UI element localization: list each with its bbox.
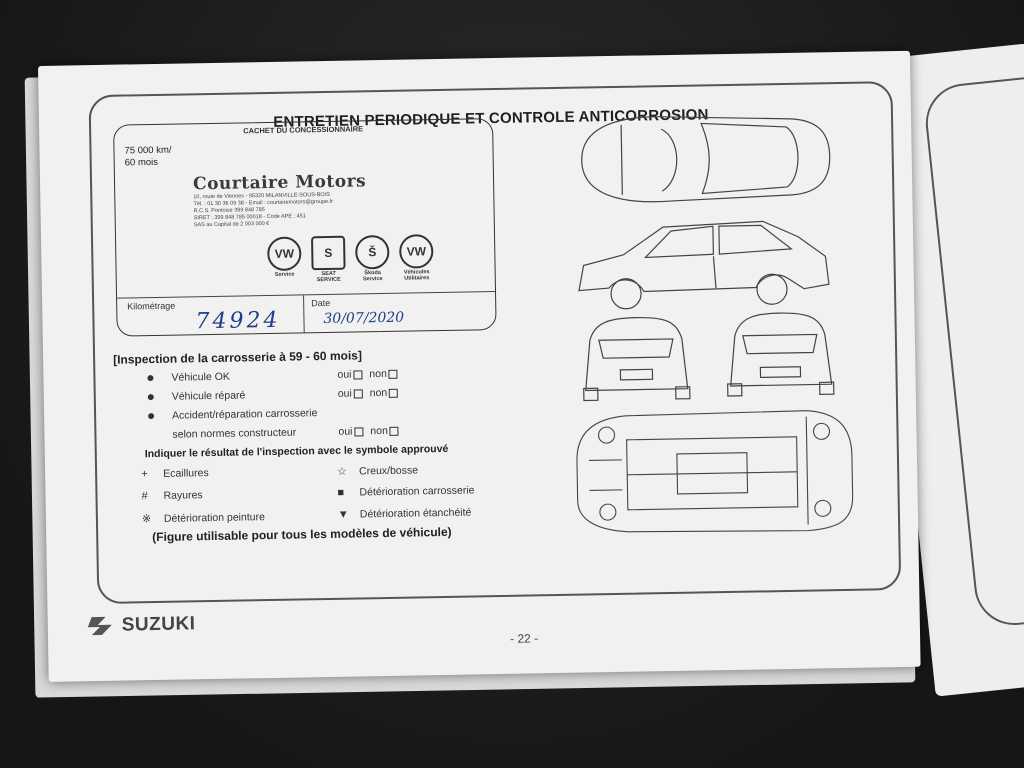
symbol-chipping: + Ecaillures: [141, 467, 209, 480]
plus-icon: +: [141, 468, 148, 481]
vw-logo-icon: VW: [398, 234, 434, 269]
logo-label: Véhicules Utilitaires: [403, 269, 430, 282]
interval-km: 75 000 km/: [124, 144, 172, 157]
no-checkbox[interactable]: [389, 388, 399, 398]
yes-label: oui: [337, 368, 352, 381]
triangle-down-icon: ▼: [337, 508, 349, 521]
filled-square-icon: ■: [337, 486, 345, 499]
symbol-seal-damage: ▼ Détérioration étanchéité: [338, 507, 472, 521]
date-value: 30/07/2020: [323, 309, 405, 328]
yes-checkbox[interactable]: [354, 427, 364, 437]
skoda-service-logo: Š Škoda Service: [354, 234, 391, 283]
logo-label: SEAT SERVICE: [316, 270, 341, 284]
vehicle-diagrams: [576, 116, 854, 533]
yes-label: oui: [338, 425, 353, 438]
symbol-scratches: # Rayures: [141, 489, 202, 502]
vw-logo-icon: VW: [267, 236, 302, 272]
symbol-label: Détérioration carrosserie: [359, 484, 475, 499]
dealer-stamp-box: CACHET DU CONCESSIONNAIRE 75 000 km/ 60 …: [113, 118, 497, 337]
star-outline-icon: ☆: [337, 465, 348, 478]
check-label: Véhicule réparé: [171, 389, 246, 403]
reference-mark-icon: ※: [141, 513, 152, 526]
yes-no-options: oui non: [338, 425, 403, 438]
inspection-title: [Inspection de la carrosserie à 59 - 60 …: [113, 348, 363, 367]
brand-name: SUZUKI: [121, 613, 196, 636]
logo-label: Service: [274, 271, 295, 278]
bullet-icon: [147, 394, 154, 401]
seat-service-logo: S SEAT SERVICE: [310, 235, 347, 284]
inspection-checklist: Véhicule OK oui non Véhicule réparé oui …: [147, 367, 468, 449]
yes-label: oui: [337, 387, 352, 400]
symbol-label: Détérioration étanchéité: [359, 506, 472, 521]
car-rear-view: [583, 316, 691, 402]
yes-checkbox[interactable]: [353, 370, 363, 380]
symbol-label: Détérioration peinture: [163, 511, 265, 525]
no-label: non: [369, 386, 388, 400]
seat-logo-icon: S: [311, 235, 346, 271]
skoda-logo-icon: Š: [355, 234, 390, 270]
check-label: Véhicule OK: [171, 370, 230, 384]
no-label: non: [369, 367, 388, 381]
check-label: selon normes constructeur: [172, 426, 297, 441]
field-divider: [303, 295, 305, 334]
no-checkbox[interactable]: [388, 369, 398, 379]
symbol-label: Rayures: [163, 489, 203, 502]
symbol-label: Ecaillures: [163, 467, 209, 480]
manual-page: ENTRETIEN PERIODIQUE ET CONTROLE ANTICOR…: [38, 50, 921, 682]
suzuki-logo-icon: [87, 616, 112, 636]
dealer-stamp: Courtaire Motors 10, route de Viennes - …: [193, 171, 394, 229]
vw-service-logo: VW Service: [266, 236, 303, 284]
check-label: Accident/réparation carrosserie: [172, 407, 318, 422]
yes-no-options: oui non: [338, 387, 403, 400]
page-frame: ENTRETIEN PERIODIQUE ET CONTROLE ANTICOR…: [88, 81, 902, 605]
car-front-view: [727, 312, 835, 397]
brand-logos: VW Service S SEAT SERVICE Š Škoda Servic…: [266, 234, 435, 284]
date-label: Date: [311, 297, 331, 309]
figure-note: (Figure utilisable pour tous les modèles…: [152, 524, 452, 545]
mileage-label: Kilométrage: [127, 300, 176, 312]
symbol-legend: + Ecaillures ☆ Creux/bosse # Rayures ■ Détér…: [141, 462, 521, 525]
symbol-body-damage: ■ Détérioration carrosserie: [337, 484, 474, 498]
symbol-dent: ☆ Creux/bosse: [337, 463, 418, 477]
vw-utility-logo: VW Véhicules Utilitaires: [398, 234, 435, 282]
car-top-view: [581, 116, 831, 203]
stamp-dealer-name: Courtaire Motors: [192, 171, 367, 195]
yes-checkbox[interactable]: [353, 389, 363, 399]
no-checkbox[interactable]: [389, 426, 399, 436]
symbol-paint-damage: ※ Détérioration peinture: [142, 510, 265, 525]
bullet-icon: [148, 413, 155, 420]
service-interval: 75 000 km/ 60 mois: [124, 145, 171, 170]
dealer-caption: CACHET DU CONCESSIONNAIRE: [243, 124, 364, 136]
mileage-value: 74924: [195, 307, 281, 335]
no-label: non: [370, 424, 388, 438]
car-side-view: [578, 220, 830, 310]
yes-no-options: oui non: [337, 368, 402, 381]
page-number: - 22 -: [509, 631, 539, 646]
interval-months: 60 mois: [124, 156, 159, 169]
logo-label: Škoda Service: [362, 270, 383, 283]
hash-icon: #: [141, 490, 148, 503]
mileage-date-row: Kilométrage 74924 Date 30/07/2020: [117, 291, 496, 337]
symbol-label: Creux/bosse: [359, 464, 419, 478]
car-underbody-view: [576, 410, 854, 533]
bullet-icon: [147, 375, 154, 382]
suzuki-brand: SUZUKI: [87, 611, 196, 639]
